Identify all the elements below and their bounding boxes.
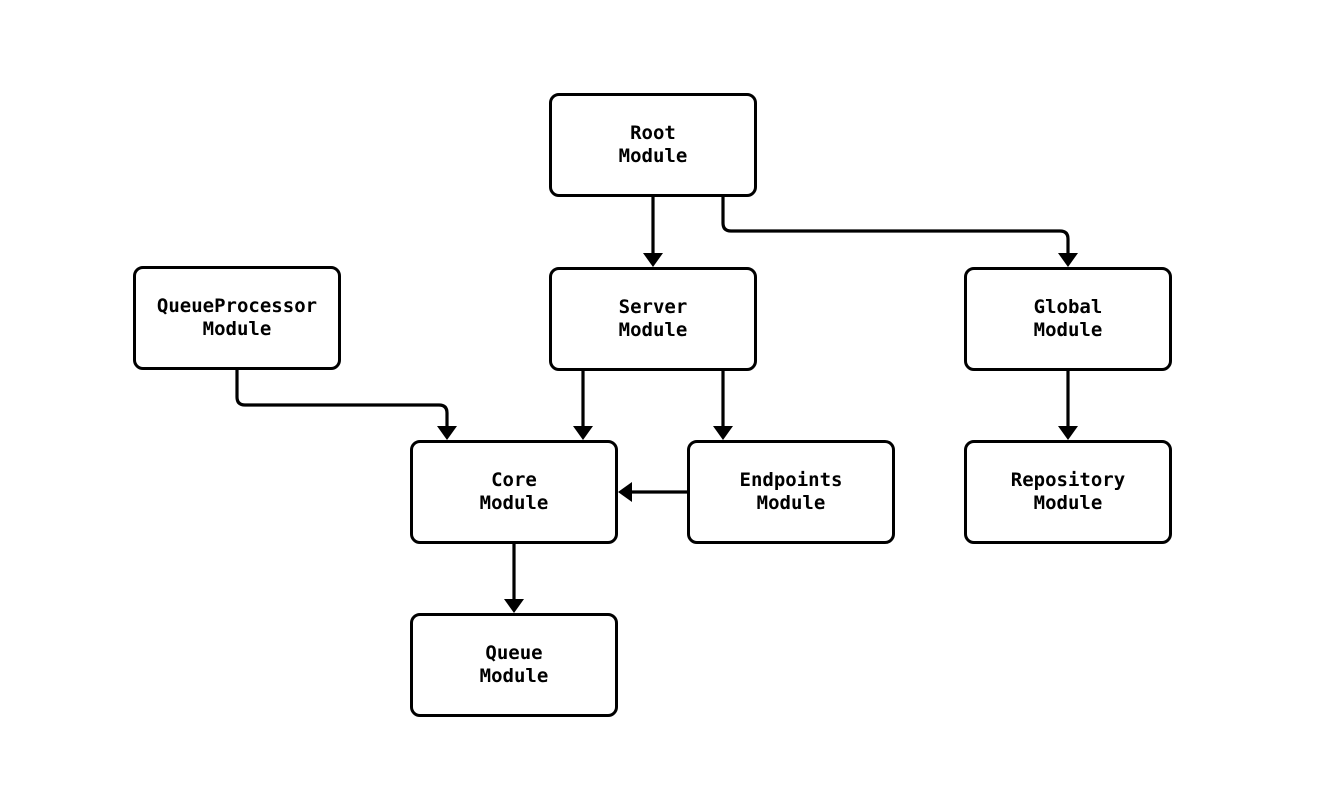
arrowhead-server-to-endpoints xyxy=(713,426,733,440)
node-label-root: Root Module xyxy=(618,122,688,167)
node-global-module: Global Module xyxy=(964,267,1172,371)
arrowhead-root-to-server xyxy=(643,253,663,267)
edge-queueprocessor-to-core xyxy=(235,370,449,428)
node-label-endpoints: Endpoints Module xyxy=(739,469,843,514)
node-label-queueprocessor: QueueProcessor Module xyxy=(156,295,318,340)
arrowhead-core-to-queue xyxy=(504,599,524,613)
node-label-core: Core Module xyxy=(479,469,549,514)
arrowhead-endpoints-to-core xyxy=(618,482,632,502)
node-label-global: Global Module xyxy=(1033,296,1103,341)
node-label-queue: Queue Module xyxy=(479,642,549,687)
edge-root-to-global xyxy=(721,197,1070,255)
arrowhead-root-to-global xyxy=(1058,253,1078,267)
node-queueprocessor-module: QueueProcessor Module xyxy=(133,266,341,370)
arrowhead-queueprocessor-to-core xyxy=(437,426,457,440)
arrowhead-server-to-core xyxy=(573,426,593,440)
node-label-server: Server Module xyxy=(618,296,688,341)
node-core-module: Core Module xyxy=(410,440,618,544)
node-label-repository: Repository Module xyxy=(1010,469,1126,514)
arrowhead-global-to-repository xyxy=(1058,426,1078,440)
node-repository-module: Repository Module xyxy=(964,440,1172,544)
node-queue-module: Queue Module xyxy=(410,613,618,717)
node-endpoints-module: Endpoints Module xyxy=(687,440,895,544)
node-root-module: Root Module xyxy=(549,93,757,197)
node-server-module: Server Module xyxy=(549,267,757,371)
